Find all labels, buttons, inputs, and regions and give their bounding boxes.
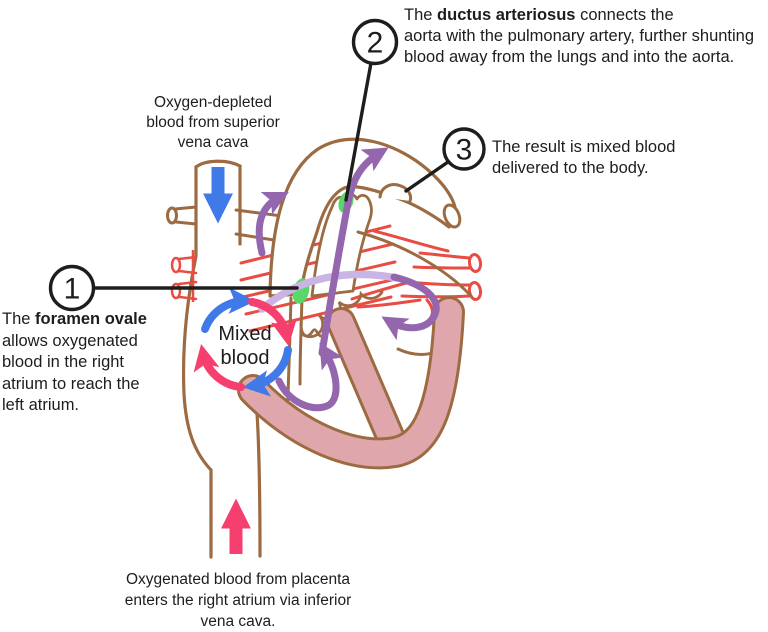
- leader-lines: [92, 61, 450, 290]
- left-atrium-hook-arrow: [381, 273, 440, 341]
- svc-label-line3: vena cava: [177, 134, 249, 151]
- ventricular-wall-band: [237, 296, 465, 470]
- callout-number-3: 3: [456, 134, 473, 167]
- callout-2-term: ductus arteriosus: [437, 6, 576, 24]
- callout-circles: 1 2 3: [48, 18, 486, 312]
- ivc-label-line3: vena cava.: [200, 613, 276, 630]
- callout-1-line2: allows oxygenated: [2, 331, 138, 350]
- callout-circle-3: [442, 127, 486, 171]
- cycle-arrow-blue-top: [201, 287, 256, 333]
- ivc-label-line2: enters the right atrium via inferior: [124, 592, 352, 609]
- svc-label-line1: Oxygen-depleted: [153, 94, 273, 111]
- mixed-blood-cycle: [193, 287, 298, 397]
- blood-flow-arrows: [255, 147, 440, 412]
- callout-number-1: 1: [64, 273, 81, 306]
- leader-line-2: [344, 61, 373, 202]
- arch-up-arrow: [255, 192, 289, 257]
- callout-circle-2: [351, 18, 399, 66]
- callout-3-text: The result is mixed blood delivered to t…: [492, 137, 762, 179]
- mixed-blood-line1: Mixed: [218, 323, 272, 345]
- leader-line-3: [404, 160, 450, 193]
- callout-1-text: The foramen ovale allows oxygenated bloo…: [2, 309, 177, 417]
- heart-chamber-lines: [255, 230, 473, 558]
- cycle-arrow-pink-left: [193, 343, 245, 391]
- ivc-label-line1: Oxygenated blood from placenta: [125, 571, 351, 588]
- inferior-vena-cava-label: Oxygenated blood from placenta enters th…: [107, 569, 369, 632]
- foramen-ovale-flow-arrow: [258, 270, 400, 313]
- mixed-blood-line2: blood: [220, 347, 270, 369]
- callout-2-line1-pre: The: [404, 6, 438, 24]
- pulmonary-vessels-right: [350, 229, 483, 319]
- callout-1-line4: atrium to reach the: [2, 374, 140, 393]
- callout-1-term: foramen ovale: [35, 310, 147, 328]
- callout-2-line3: blood away from the lungs and into the a…: [404, 48, 735, 66]
- svc-label-line2: blood from superior: [146, 114, 280, 131]
- ductus-junction-bump: [378, 183, 413, 203]
- callout-1-line5: left atrium.: [2, 396, 80, 414]
- cycle-arrow-pink-right: [248, 298, 298, 347]
- ductus-flow-arrow: [318, 147, 389, 357]
- callout-1-line3: blood in the right: [2, 353, 125, 371]
- aortic-arch: [268, 137, 462, 298]
- callout-1-line1-pre: The: [2, 310, 36, 328]
- callout-number-2: 2: [367, 27, 384, 60]
- callout-3-line2: delivered to the body.: [492, 159, 649, 177]
- pulmonary-vein-stubs-left: [170, 250, 198, 302]
- callout-3-line1: The result is mixed blood: [492, 138, 676, 156]
- mixed-blood-label: Mixed blood: [200, 322, 290, 370]
- callout-circle-1: [48, 264, 96, 312]
- ventricle-loop-arrow: [275, 342, 344, 412]
- superior-vena-cava-label: Oxygen-depleted blood from superior vena…: [133, 93, 293, 153]
- cycle-arrow-blue-bottom: [242, 346, 292, 397]
- callout-2-text: The ductus arteriosus connects the aorta…: [404, 5, 768, 68]
- callout-2-line2: aorta with the pulmonary artery, further…: [404, 27, 755, 45]
- callout-2-line1-post: connects the: [575, 6, 674, 24]
